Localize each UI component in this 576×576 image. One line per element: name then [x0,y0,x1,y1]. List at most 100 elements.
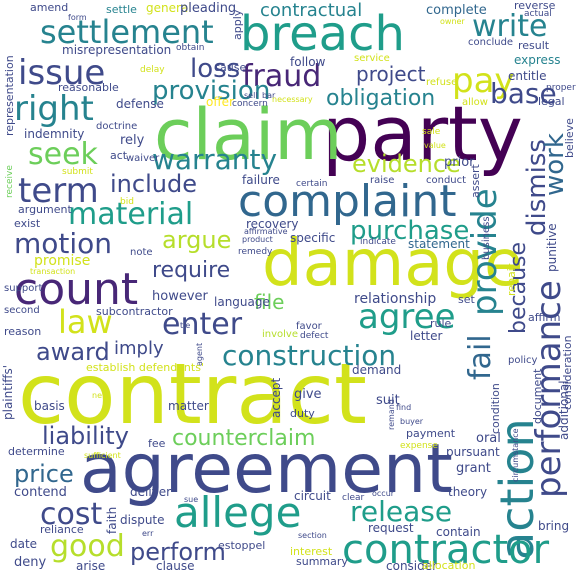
cloud-word: failure [242,173,280,187]
cloud-word: term [18,171,99,211]
cloud-word: buyer [400,417,424,426]
cloud-word: material [68,197,194,232]
cloud-word: clause [156,559,195,573]
cloud-word: liability [42,422,129,450]
cloud-word: affirmative [244,227,288,236]
cloud-word: counterclaim [172,426,316,451]
cloud-word: breach [240,6,405,62]
cloud-word: allow [462,97,488,108]
cloud-word: pleading [180,1,237,16]
cloud-word: rely [120,133,145,148]
cloud-word: result [518,39,550,52]
cloud-word: count [14,264,139,315]
cloud-word: party [322,89,523,178]
cloud-word: remedy [238,247,273,257]
cloud-word: contend [14,485,67,500]
cloud-word: act [110,149,128,162]
cloud-word: suit [376,393,400,408]
cloud-word: transaction [30,267,76,276]
cloud-word: bring [538,519,570,533]
cloud-word: reliance [40,523,84,536]
cloud-word: enter [162,307,243,342]
cloud-word: consideration [561,335,574,410]
cloud-word: settle [106,3,137,16]
cloud-word: refuse [426,77,458,88]
cloud-word: defect [300,331,329,341]
cloud-word: indemnity [24,127,85,141]
cloud-word: fail [463,334,498,380]
cloud-word: actual [524,9,552,19]
cloud-word: agree [358,297,456,337]
cloud-word: exist [14,217,41,230]
cloud-word: law [58,303,113,341]
cloud-word: estoppel [218,539,266,552]
cloud-word: specific [290,231,336,245]
cloud-word: contractual [260,0,363,21]
cloud-word: bid [120,197,134,207]
cloud-word: tie [180,321,191,330]
cloud-word: contain [436,525,481,539]
cloud-word: matter [168,399,209,413]
cloud-word: agreement [80,430,453,509]
cloud-word: support [4,283,43,294]
cloud-word: circumstance [511,428,520,482]
cloud-word: price [14,460,74,488]
cloud-word: oral [476,431,501,446]
cloud-word: agent [195,342,204,366]
cloud-word: establish defendants' [86,361,204,374]
cloud-word: misrepresentation [62,43,172,57]
cloud-word: loss [190,54,241,84]
cloud-word: cost [40,497,103,532]
cloud-word: value [424,141,446,150]
cloud-word: date [10,537,38,551]
cloud-word: business [481,216,492,260]
cloud-word: grant [456,461,491,476]
cloud-word: provision [152,76,271,106]
cloud-word: rule [430,317,452,330]
cloud-word: punitive [545,223,559,272]
cloud-word: document [531,368,544,425]
cloud-word: complete [426,3,487,18]
cloud-word: seek [28,137,98,172]
cloud-word: imply [114,338,164,359]
cloud-word: affirm [528,311,561,324]
cloud-word: determine [8,445,65,458]
cloud-word: request [368,521,414,535]
cloud-word: evidence [352,150,461,178]
cloud-word: owner [440,17,465,26]
cloud-word: set [458,293,475,306]
cloud-word: indicate [360,237,396,247]
cloud-word: however [152,289,208,304]
cloud-word: form [68,13,87,22]
cloud-word: section [298,531,327,540]
cloud-word: file [254,290,285,314]
cloud-word: statement [408,237,470,251]
cloud-word: pay [452,61,515,101]
cloud-word: allege [174,488,302,537]
cloud-word: subcontractor [96,305,173,318]
cloud-word: sue [184,495,199,504]
cloud-word: payment [406,427,456,440]
cloud-word: accept [269,377,283,418]
cloud-word: find [396,403,412,412]
cloud-word: warranty [152,143,278,176]
cloud-word: sale [422,127,441,137]
cloud-word: write [472,9,548,44]
cloud-word: pursuant [446,445,500,459]
cloud-word: good [50,529,125,564]
cloud-word: project [356,62,426,86]
cloud-word: circuit [294,489,331,503]
cloud-word: properly [546,83,576,93]
cloud-word: allocation [422,559,476,572]
cloud-word: award [36,338,110,366]
cloud-word: reasonable [58,81,119,94]
cloud-word: service [354,53,390,64]
cloud-word: bar [262,91,276,100]
cloud-word: remand [387,399,396,430]
cloud-word: obtain [176,43,205,53]
cloud-word: favor [296,321,322,332]
cloud-word: err [142,529,154,538]
cloud-word: arise [76,559,106,573]
cloud-word: settlement [40,13,214,51]
